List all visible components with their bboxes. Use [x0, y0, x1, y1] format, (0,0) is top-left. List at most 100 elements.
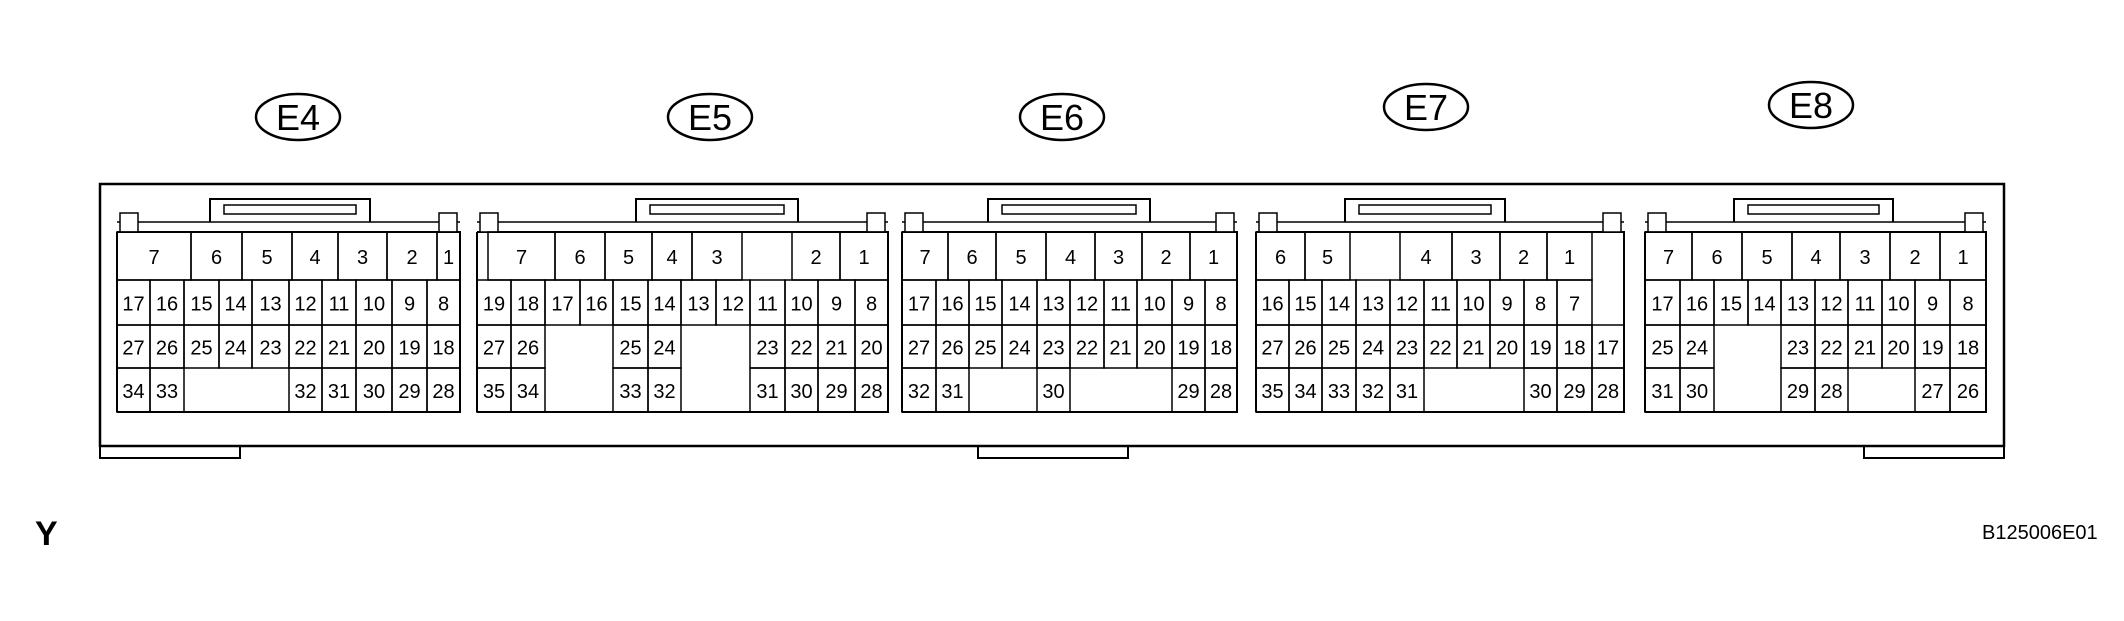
pin-number: 26	[517, 338, 539, 360]
empty-pin-position	[580, 325, 613, 368]
pin-number: 12	[1820, 294, 1842, 316]
empty-pin-position	[1457, 368, 1490, 412]
pin-number: 8	[438, 294, 449, 316]
pin-number: 22	[790, 338, 812, 360]
key-tab	[119, 212, 139, 233]
pin-number: 4	[1420, 247, 1431, 269]
connector-housing	[98, 182, 2006, 459]
pin-number: 28	[432, 381, 454, 403]
pin-number: 5	[623, 247, 634, 269]
pin-number: 10	[1462, 294, 1484, 316]
pin-number: 25	[190, 338, 212, 360]
pin-number: 13	[1042, 294, 1064, 316]
empty-pin-position	[716, 368, 750, 412]
pin-number: 24	[1008, 338, 1030, 360]
pin-number: 5	[1015, 247, 1026, 269]
pin-number: 3	[357, 247, 368, 269]
empty-pin-position	[1748, 325, 1781, 368]
pin-number: 15	[190, 294, 212, 316]
pin-number: 24	[653, 338, 675, 360]
pin-number: 21	[1109, 338, 1131, 360]
key-tab	[904, 212, 924, 233]
pin-number: 24	[1362, 338, 1384, 360]
pin-number: 27	[1921, 381, 1943, 403]
pin-number: 28	[1820, 381, 1842, 403]
pin-number: 16	[941, 294, 963, 316]
pin-number: 2	[1909, 247, 1920, 269]
pin-number: 19	[1529, 338, 1551, 360]
pin-number: 34	[517, 381, 539, 403]
pin-number: 7	[919, 247, 930, 269]
pin-number: 4	[309, 247, 320, 269]
pin-number: 19	[1177, 338, 1199, 360]
pin-number: 25	[1651, 338, 1673, 360]
empty-pin-position	[681, 325, 716, 368]
pin-number: 2	[810, 247, 821, 269]
pin-number: 12	[1076, 294, 1098, 316]
pin-number: 14	[653, 294, 675, 316]
pin-number: 21	[1854, 338, 1876, 360]
connector-id-label: E5	[688, 97, 732, 138]
key-tab	[1258, 212, 1278, 233]
pin-number: 27	[1261, 338, 1283, 360]
pin-number: 32	[1362, 381, 1384, 403]
pin-number: 20	[1496, 338, 1518, 360]
pin-number: 17	[551, 294, 573, 316]
empty-pin-position	[1002, 368, 1037, 412]
pin-number: 3	[1859, 247, 1870, 269]
pin-number: 2	[1160, 247, 1171, 269]
empty-pin-position	[1490, 368, 1524, 412]
empty-pin-position	[1592, 280, 1624, 325]
pin-number: 1	[1564, 247, 1575, 269]
pin-number: 33	[619, 381, 641, 403]
pin-number: 7	[1569, 294, 1580, 316]
pin-number: 19	[1921, 338, 1943, 360]
pin-number: 25	[974, 338, 996, 360]
pin-number: 14	[1008, 294, 1030, 316]
empty-pin-position	[580, 368, 613, 412]
pin-number: 22	[294, 338, 316, 360]
pin-number: 31	[1651, 381, 1673, 403]
pin-number: 10	[363, 294, 385, 316]
pin-number: 29	[1787, 381, 1809, 403]
pin-number: 22	[1820, 338, 1842, 360]
pin-number: 18	[1957, 338, 1979, 360]
key-tab	[438, 212, 458, 233]
pin-number: 25	[619, 338, 641, 360]
pin-number: 30	[1529, 381, 1551, 403]
pin-number: 1	[443, 247, 454, 269]
empty-pin-position	[477, 232, 488, 280]
pin-number: 3	[1113, 247, 1124, 269]
connector-label-ring	[1382, 82, 1470, 132]
empty-pin-position	[545, 368, 580, 412]
pin-number: 10	[1143, 294, 1165, 316]
pin-number: 26	[156, 338, 178, 360]
empty-pin-position	[219, 368, 252, 412]
pin-number: 18	[432, 338, 454, 360]
pin-number: 20	[1143, 338, 1165, 360]
key-tab	[866, 212, 886, 233]
empty-pin-position	[1882, 368, 1915, 412]
pin-number: 31	[1396, 381, 1418, 403]
figure-id: B125006E01	[1982, 522, 2098, 544]
pin-number: 3	[1470, 247, 1481, 269]
pin-number: 6	[1711, 247, 1722, 269]
pin-number: 1	[858, 247, 869, 269]
key-tab	[1964, 212, 1984, 233]
pin-number: 6	[574, 247, 585, 269]
connector-label-ring	[1767, 80, 1855, 130]
pin-number: 31	[328, 381, 350, 403]
pin-number: 16	[585, 294, 607, 316]
pin-number: 7	[1663, 247, 1674, 269]
pin-number: 9	[831, 294, 842, 316]
pin-number: 13	[259, 294, 281, 316]
pin-number: 30	[1686, 381, 1708, 403]
